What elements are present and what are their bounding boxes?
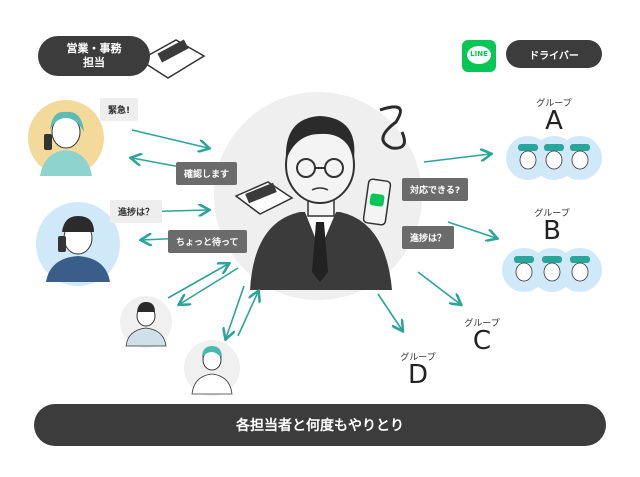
person-office-woman <box>184 340 240 396</box>
group-b-letter: B <box>543 216 561 246</box>
group-a-label: グループ <box>536 99 572 109</box>
driver-group-a <box>506 136 602 180</box>
group-b-label: グループ <box>534 209 570 219</box>
bubble-can-you: 対応できる? <box>402 178 469 201</box>
group-c-letter: C <box>472 326 492 356</box>
desk-phone-center <box>234 181 294 215</box>
group-d-label: グループ <box>400 353 436 363</box>
sales-office-label: 営業・事務 担当 <box>38 36 150 76</box>
bubble-wait: ちょっと待って <box>168 230 247 253</box>
smartphone-line <box>362 178 392 226</box>
sales-label-line1: 営業・事務 <box>66 42 122 55</box>
footer-caption: 各担当者と何度もやりとり <box>34 404 606 446</box>
line-logo-text: LINE <box>470 50 488 58</box>
bubble-urgent: 緊急! <box>100 98 139 121</box>
bubble-progress-left: 進捗は？ <box>110 200 163 223</box>
person-office-man <box>120 296 172 348</box>
manager-figure <box>250 105 406 290</box>
group-d-letter: D <box>407 360 429 390</box>
group-c-label: グループ <box>464 319 500 329</box>
bubble-confirming: 確認します <box>176 162 238 185</box>
driver-group-b <box>502 248 602 292</box>
person-worker-man <box>36 202 120 286</box>
driver-label: ドライバー <box>506 40 602 68</box>
desk-phone-top <box>138 39 206 79</box>
bubble-progress-right: 進捗は？ <box>402 226 455 249</box>
sales-label-line2: 担当 <box>83 56 105 69</box>
group-a-letter: A <box>545 106 563 136</box>
person-urgent-woman <box>28 100 104 176</box>
